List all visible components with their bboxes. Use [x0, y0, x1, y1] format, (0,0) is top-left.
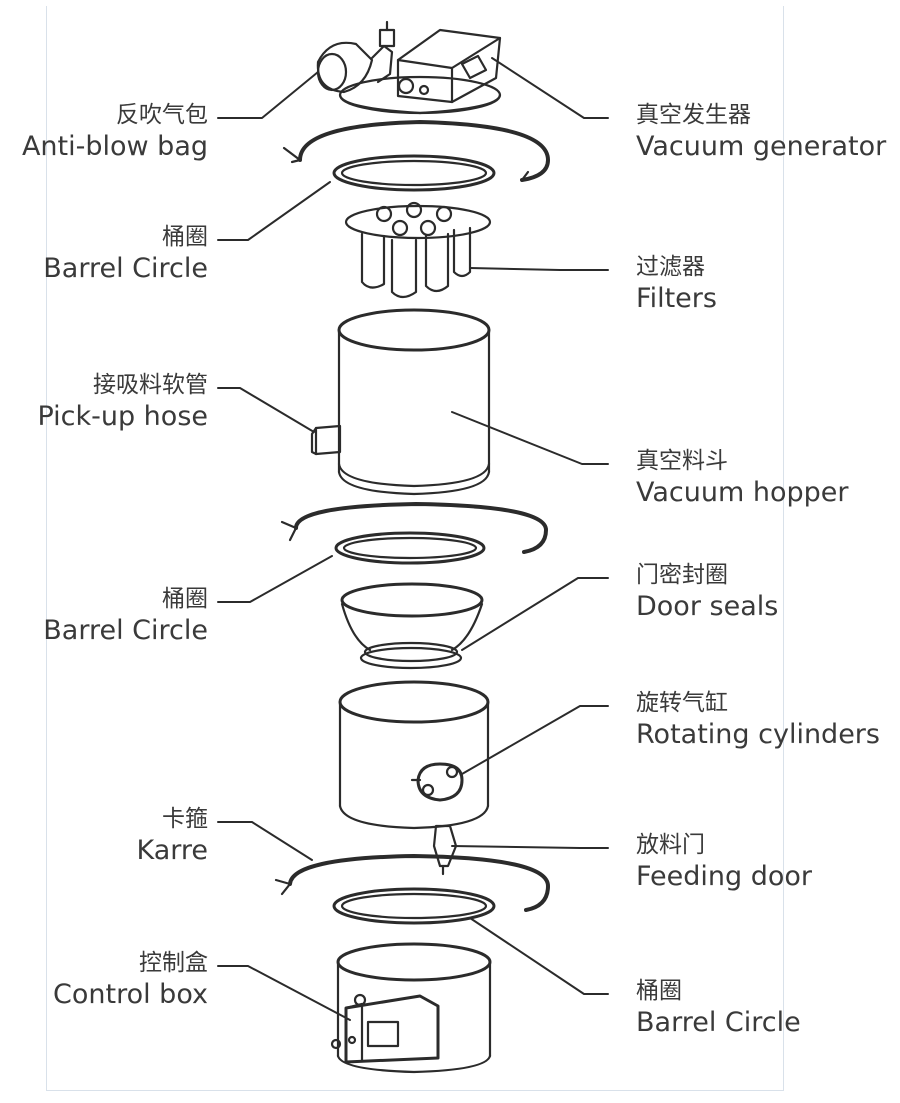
control-box-part [330, 993, 440, 1064]
label-pickup-hose: 接吸料软管 Pick-up hose [37, 372, 208, 432]
label-en: Rotating cylinders [636, 719, 880, 750]
anti-blow-bag-part [316, 20, 396, 94]
label-en: Anti-blow bag [21, 131, 208, 162]
label-zh: 桶圈 [162, 224, 208, 250]
filters-part [344, 201, 492, 299]
label-zh: 过滤器 [636, 254, 705, 280]
label-karre: 卡箍 Karre [136, 806, 208, 866]
barrel-circle-bottom-part [332, 887, 496, 925]
label-en: Pick-up hose [37, 401, 208, 432]
lower-barrel-part [338, 680, 490, 830]
barrel-circle-top-part [332, 154, 496, 192]
label-zh: 门密封圈 [636, 562, 728, 588]
clamp-ring-mid [280, 502, 548, 554]
control-box-barrel-part [336, 942, 492, 1074]
label-zh: 卡箍 [162, 806, 208, 832]
label-zh: 旋转气缸 [636, 690, 728, 716]
label-zh: 真空发生器 [636, 102, 751, 128]
label-filters: 过滤器 Filters [636, 254, 717, 314]
label-feeding-door: 放料门 Feeding door [636, 832, 813, 892]
rotating-cylinders-part [410, 762, 464, 802]
label-zh: 真空料斗 [636, 448, 728, 474]
vacuum-generator-part [396, 28, 502, 104]
label-vacuum-generator: 真空发生器 Vacuum generator [636, 102, 887, 162]
label-control-box: 控制盒 Control box [53, 950, 208, 1010]
label-en: Vacuum hopper [636, 477, 849, 508]
label-zh: 桶圈 [162, 586, 208, 612]
barrel-circle-mid-part [334, 531, 486, 565]
label-rotating-cylinders: 旋转气缸 Rotating cylinders [636, 690, 880, 750]
label-en: Control box [53, 979, 208, 1010]
label-en: Feeding door [636, 861, 813, 892]
clamp-ring-top [282, 120, 550, 182]
label-en: Filters [636, 283, 717, 314]
label-barrel-circle-mid: 桶圈 Barrel Circle [43, 586, 208, 646]
label-en: Barrel Circle [43, 253, 208, 284]
label-anti-blow-bag: 反吹气包 Anti-blow bag [21, 102, 208, 162]
vacuum-hopper-part [310, 308, 491, 496]
label-zh: 控制盒 [139, 950, 208, 976]
clamp-ring-bottom [274, 854, 550, 912]
feeding-door-part [432, 824, 458, 876]
label-zh: 桶圈 [636, 978, 682, 1004]
lid-assembly [338, 75, 502, 115]
label-zh: 接吸料软管 [93, 372, 208, 398]
label-zh: 放料门 [636, 832, 705, 858]
label-barrel-circle-top: 桶圈 Barrel Circle [43, 224, 208, 284]
door-seals-part [340, 582, 484, 670]
leader-lines [217, 57, 609, 1021]
diagram-frame [46, 6, 784, 1091]
label-vacuum-hopper: 真空料斗 Vacuum hopper [636, 448, 849, 508]
label-zh: 反吹气包 [116, 102, 208, 128]
label-en: Door seals [636, 591, 779, 622]
label-en: Barrel Circle [636, 1007, 801, 1038]
label-en: Barrel Circle [43, 615, 208, 646]
label-en: Vacuum generator [636, 131, 887, 162]
label-door-seals: 门密封圈 Door seals [636, 562, 779, 622]
label-en: Karre [136, 835, 208, 866]
label-barrel-circle-bottom: 桶圈 Barrel Circle [636, 978, 801, 1038]
